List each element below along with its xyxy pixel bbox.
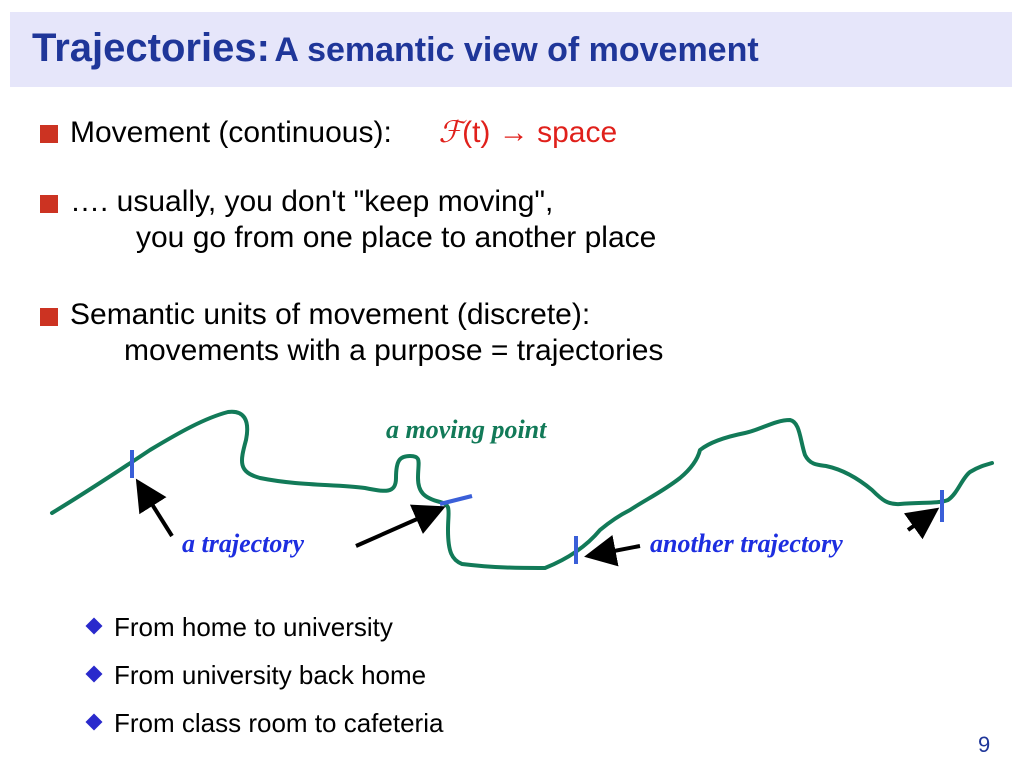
slide-title: Trajectories: A semantic view of movemen…	[32, 26, 759, 71]
arrow-from-another-trajectory	[584, 535, 641, 567]
bullet-2-line-2: you go from one place to another place	[136, 221, 657, 254]
bullet-3-line-1: Semantic units of movement (discrete):	[70, 298, 591, 331]
arrow-to-last-marker	[903, 507, 940, 540]
label-moving-point: a moving point	[386, 415, 547, 444]
arrow-to-second-marker	[355, 504, 446, 548]
page-number: 9	[978, 732, 991, 757]
label-another-trajectory: another trajectory	[650, 529, 843, 558]
sub-bullet-text: From university back home	[114, 660, 427, 690]
trajectory-marker	[439, 494, 473, 506]
title-sub: A semantic view of movement	[274, 31, 759, 69]
bullet-2-line-1: …. usually, you don't "keep moving",	[70, 185, 554, 218]
square-bullet-icon	[40, 308, 58, 326]
square-bullet-icon	[40, 125, 58, 143]
function-target: space	[537, 116, 618, 149]
title-main: Trajectories:	[32, 26, 270, 70]
sub-bullet-text: From class room to cafeteria	[114, 708, 444, 738]
label-a-trajectory: a trajectory	[182, 529, 304, 558]
bullet-3-line-2: movements with a purpose = trajectories	[124, 334, 664, 367]
function-symbol: ℱ	[438, 115, 463, 150]
square-bullet-icon	[40, 195, 58, 213]
bullet-1-text: Movement (continuous):	[70, 116, 392, 149]
sub-bullet-text: From home to university	[114, 612, 393, 642]
title-bar: Trajectories: A semantic view of movemen…	[10, 12, 1012, 87]
moving-point-path	[50, 409, 994, 570]
arrow-right-icon: →	[498, 116, 529, 149]
function-arg: (t)	[462, 116, 491, 149]
arrow-to-first-trajectory	[135, 478, 174, 538]
